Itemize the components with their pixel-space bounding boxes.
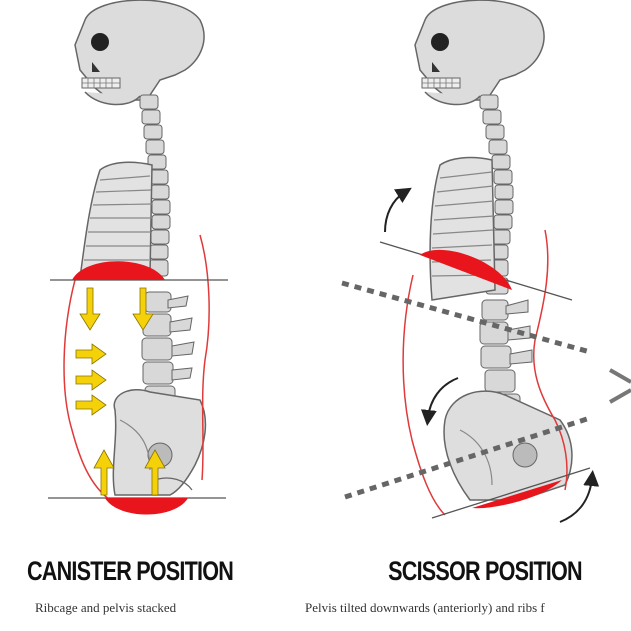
canister-subtitle: Ribcage and pelvis stacked bbox=[35, 600, 177, 615]
canister-title: CANISTER POSITION bbox=[26, 556, 234, 586]
scissor-subtitle: Pelvis tilted downwards (anteriorly) and… bbox=[305, 600, 545, 615]
right-arrow-3 bbox=[75, 394, 107, 416]
rib-rotation-arrow bbox=[384, 187, 412, 233]
upper-dashed-line bbox=[341, 280, 591, 355]
right-back-outline bbox=[532, 229, 568, 491]
up-arrow-2 bbox=[144, 449, 166, 496]
left-spine bbox=[139, 94, 195, 407]
up-arrow-1 bbox=[93, 449, 115, 496]
down-arrows bbox=[79, 287, 154, 331]
scissor-title: SCISSOR POSITION bbox=[388, 556, 582, 586]
right-arrow-2 bbox=[75, 369, 107, 391]
right-pelvic-floor bbox=[472, 480, 562, 509]
right-diaphragm bbox=[420, 249, 512, 290]
left-diaphragm bbox=[72, 261, 165, 280]
left-ribcage bbox=[79, 161, 153, 279]
left-pelvis bbox=[112, 389, 207, 496]
canister-figure bbox=[48, 0, 228, 515]
pelvis-rotation-arrow bbox=[559, 470, 600, 523]
right-arrow-1 bbox=[75, 343, 107, 365]
down-arrow-2 bbox=[132, 287, 154, 331]
left-skull bbox=[74, 0, 205, 106]
right-arrows bbox=[75, 343, 107, 416]
left-pelvic-floor bbox=[105, 498, 188, 515]
right-skull bbox=[414, 0, 545, 106]
left-body-outline bbox=[63, 279, 111, 501]
right-body-outline bbox=[402, 274, 446, 516]
up-arrows bbox=[93, 449, 166, 496]
right-pelvic-line bbox=[431, 467, 591, 519]
left-back-outline bbox=[199, 234, 210, 481]
convergence-chevron bbox=[609, 368, 631, 404]
down-arrow-1 bbox=[79, 287, 101, 331]
lower-dashed-line bbox=[344, 415, 591, 500]
scissor-figure bbox=[341, 0, 631, 523]
pelvis-forward-arrow bbox=[420, 377, 459, 426]
